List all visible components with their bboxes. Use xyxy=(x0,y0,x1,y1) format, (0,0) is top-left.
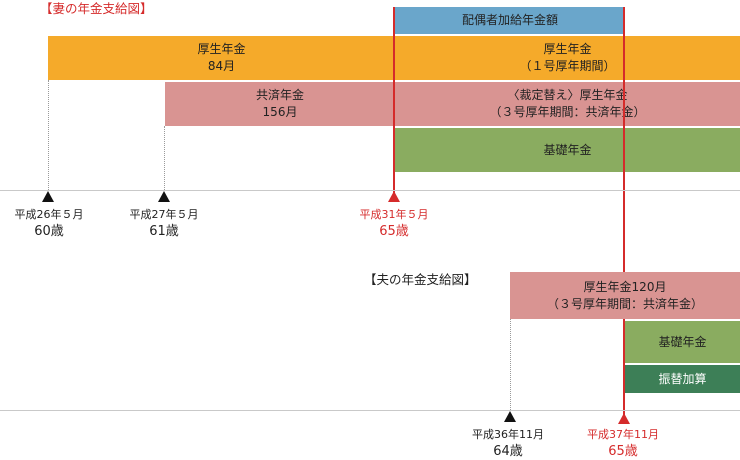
wife-kyosai-156-block: 共済年金 156月 xyxy=(165,82,395,126)
wife-60-marker-label: 平成26年５月 60歳 xyxy=(0,207,104,239)
husband-65-marker-label: 平成37年11月 65歳 xyxy=(568,427,678,459)
husband-timeline-axis xyxy=(0,410,740,411)
husband-kiso-label: 基礎年金 xyxy=(658,334,707,349)
husband-64-date: 平成36年11月 xyxy=(472,428,544,441)
husband-furikae-block: 振替加算 xyxy=(625,365,740,393)
wife-65-marker-triangle xyxy=(388,191,400,202)
husband-64-guide xyxy=(510,319,511,410)
spouse-addition-block: 配偶者加給年金額 xyxy=(395,7,625,34)
husband-65-long-line xyxy=(623,7,625,416)
wife-kosei-84-block: 厚生年金 84月 xyxy=(48,36,395,80)
husband-furikae-label: 振替加算 xyxy=(658,371,707,386)
wife-kyosai-156-label: 共済年金 xyxy=(255,88,304,102)
husband-65-marker-triangle xyxy=(618,413,630,424)
wife-kosei-period1-block: 厚生年金 （１号厚年期間） xyxy=(395,36,740,80)
wife-65-date: 平成31年５月 xyxy=(359,208,429,221)
husband-64-marker-label: 平成36年11月 64歳 xyxy=(453,427,563,459)
wife-section-title: 【妻の年金支給図】 xyxy=(40,1,153,16)
husband-kosei-120-note: （３号厚年期間：共済年金） xyxy=(546,296,703,311)
wife-kosei-84-label: 厚生年金 xyxy=(197,42,246,56)
wife-kosei-period1-note: （１号厚年期間） xyxy=(519,59,616,73)
wife-kosei-84-months: 84月 xyxy=(207,59,236,73)
wife-60-marker-triangle xyxy=(42,191,54,202)
wife-60-age: 60歳 xyxy=(34,224,64,239)
wife-kiso-block: 基礎年金 xyxy=(395,128,740,172)
husband-section-title: 【夫の年金支給図】 xyxy=(364,272,477,287)
husband-kosei-120-label: 厚生年金120月 xyxy=(583,279,667,294)
husband-64-age: 64歳 xyxy=(493,444,523,459)
husband-65-date: 平成37年11月 xyxy=(587,428,659,441)
wife-65-age: 65歳 xyxy=(379,224,409,239)
husband-65-age: 65歳 xyxy=(608,444,638,459)
wife-kiso-label: 基礎年金 xyxy=(543,142,592,157)
wife-61-marker-label: 平成27年５月 61歳 xyxy=(109,207,219,239)
wife-61-date: 平成27年５月 xyxy=(129,208,199,221)
husband-kosei-120-block: 厚生年金120月 （３号厚年期間：共済年金） xyxy=(510,272,740,319)
husband-64-marker-triangle xyxy=(504,411,516,422)
wife-61-age: 61歳 xyxy=(149,224,179,239)
wife-61-guide xyxy=(164,126,165,190)
wife-kyosai-156-months: 156月 xyxy=(262,105,298,119)
wife-saitei-kosei-note: （３号厚年期間：共済年金） xyxy=(489,105,646,119)
wife-saitei-kosei-label: 〈裁定替え〉厚生年金 xyxy=(507,88,628,102)
spouse-addition-label: 配偶者加給年金額 xyxy=(461,13,558,27)
wife-timeline-axis xyxy=(0,190,740,191)
husband-kiso-block: 基礎年金 xyxy=(625,321,740,363)
wife-kosei-period1-label: 厚生年金 xyxy=(543,42,592,56)
wife-61-marker-triangle xyxy=(158,191,170,202)
wife-saitei-kosei-block: 〈裁定替え〉厚生年金 （３号厚年期間：共済年金） xyxy=(395,82,740,126)
wife-60-guide xyxy=(48,80,49,190)
wife-65-marker-label: 平成31年５月 65歳 xyxy=(339,207,449,239)
wife-65-line xyxy=(393,7,395,194)
wife-60-date: 平成26年５月 xyxy=(14,208,84,221)
